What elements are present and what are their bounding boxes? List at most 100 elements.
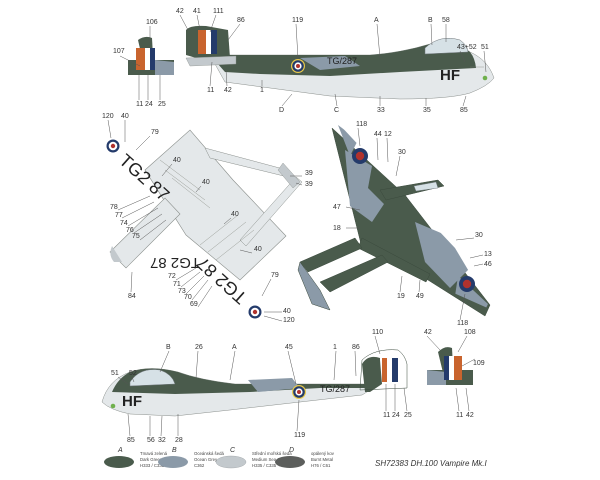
callout-leader-line	[209, 14, 217, 33]
callout-label: 109	[473, 360, 485, 367]
callout-label: 42	[224, 87, 232, 94]
callout-leader-line	[469, 254, 484, 259]
roundel-under-right-red	[252, 309, 258, 315]
legend-item-ocean-grey: B Oceánská šedá Ocean Grey C362	[158, 447, 224, 468]
legend-line: opálený kov	[311, 451, 335, 456]
panel-line	[199, 214, 255, 261]
underside-wing	[144, 129, 287, 281]
serial-side-bottom: TG/287	[320, 384, 350, 394]
callout-leader-line	[223, 217, 232, 225]
callout-label: 41	[193, 8, 201, 15]
swatch-ocean-grey	[158, 456, 188, 468]
legend-item-medium-sea-grey: C Střední mořská šedá Medium Sea Grey H3…	[215, 447, 292, 469]
legend-item-dark-green: A Tmavá zelená Dark Green H333 / C333	[104, 447, 168, 468]
callout-leader-line	[239, 249, 253, 254]
legend-line: Tmavá zelená	[140, 451, 168, 456]
legend-line: Burnt Metal	[311, 457, 333, 462]
callout-label: 42	[466, 412, 474, 419]
legend-letter: B	[172, 447, 177, 454]
fin-flash-white	[206, 30, 211, 54]
canopy	[129, 369, 176, 387]
callout-label: 39	[305, 181, 313, 188]
callout-label: 40	[283, 308, 291, 315]
legend-line: Ocean Grey	[194, 457, 218, 462]
callout-leader-line	[180, 271, 201, 288]
fin-flash-white	[145, 48, 150, 70]
callout-label: 78	[110, 204, 118, 211]
callout-leader-line	[130, 271, 133, 293]
callout-leader-line	[229, 350, 236, 381]
callout-label: 13	[484, 251, 492, 258]
fin-outline	[359, 349, 408, 391]
panel-line	[159, 159, 211, 209]
topside-view	[297, 125, 491, 317]
callout-label: 120	[283, 317, 295, 324]
underside-tailplane	[277, 162, 301, 189]
callout-label: 70	[184, 294, 192, 301]
underside-view: TG2 87 TG2 87 TG2 87	[106, 129, 303, 319]
callout-leader-line	[374, 335, 381, 355]
callout-leader-line	[357, 127, 361, 147]
callout-leader-line	[345, 206, 361, 211]
callout-leader-line	[195, 350, 199, 379]
callout-label: 77	[115, 212, 123, 219]
callout-leader-line	[473, 263, 484, 267]
callout-label: 75	[132, 233, 140, 240]
callout-label: 28	[175, 437, 183, 444]
fin-flash-blue	[444, 356, 449, 380]
callout-label: 52	[129, 370, 137, 377]
callout-label: 51	[481, 44, 489, 51]
callout-leader-line	[334, 93, 338, 107]
callout-label: 56	[147, 437, 155, 444]
callout-leader-line	[131, 376, 135, 383]
upper-camouflage	[112, 368, 380, 394]
callout-label: 11	[207, 87, 214, 94]
nose-insignia	[482, 75, 488, 81]
callouts-side-top: 42 41 111 86 119 A B 58 43+52 51 11 42 1…	[176, 8, 489, 114]
callout-label: 40	[254, 246, 262, 253]
callout-label: 32	[158, 437, 166, 444]
callout-leader-line	[287, 350, 297, 385]
callout-leader-line	[195, 185, 202, 193]
callout-leader-line	[197, 285, 213, 308]
callout-label: 11	[136, 101, 143, 108]
fin-flash-red	[454, 356, 462, 380]
callout-leader-line	[119, 55, 141, 67]
callout-label: 69	[190, 301, 198, 308]
tail-end-view-left	[128, 36, 174, 75]
callout-label: 40	[173, 157, 181, 164]
callout-leader-line	[209, 61, 213, 87]
callout-label: 86	[237, 17, 245, 24]
legend-line: Medium Sea Grey	[252, 457, 287, 462]
callout-label: 25	[404, 412, 412, 419]
callout-label: B	[428, 17, 433, 24]
callout-leader-line	[225, 69, 228, 87]
callout-leader-line	[185, 275, 205, 295]
callout-label: 118	[457, 320, 468, 327]
underside-boom-right	[239, 176, 303, 247]
camo-patch	[338, 125, 358, 156]
callout-label: 85	[460, 107, 468, 114]
legend-line: H333 / C333	[140, 463, 165, 468]
sheet-caption: SH72383 DH.100 Vampire Mk.I	[375, 459, 488, 468]
tailplane-grey-patch	[155, 60, 174, 75]
callout-leader-line	[455, 387, 460, 412]
legend-letter: C	[230, 447, 236, 454]
callout-leader-line	[133, 213, 163, 234]
callout-label: 107	[113, 48, 125, 55]
legend-letter: D	[289, 447, 294, 454]
callout-label: 40	[202, 179, 210, 186]
squadron-code-bottom: HF	[122, 393, 142, 410]
callout-leader-line	[333, 350, 337, 381]
fin-flash-white	[449, 356, 454, 380]
callout-label: 76	[126, 227, 134, 234]
underside-nose-tip	[110, 246, 122, 262]
callout-leader-line	[376, 23, 381, 59]
serial-under-center: TG2 87	[150, 254, 200, 271]
tailplane-grey-patch	[427, 370, 446, 385]
callout-label: 51	[111, 370, 119, 377]
callout-leader-line	[399, 275, 403, 293]
callout-label: 11	[383, 412, 390, 419]
underside-nose-pod	[109, 197, 181, 269]
callout-label: A	[374, 17, 379, 24]
